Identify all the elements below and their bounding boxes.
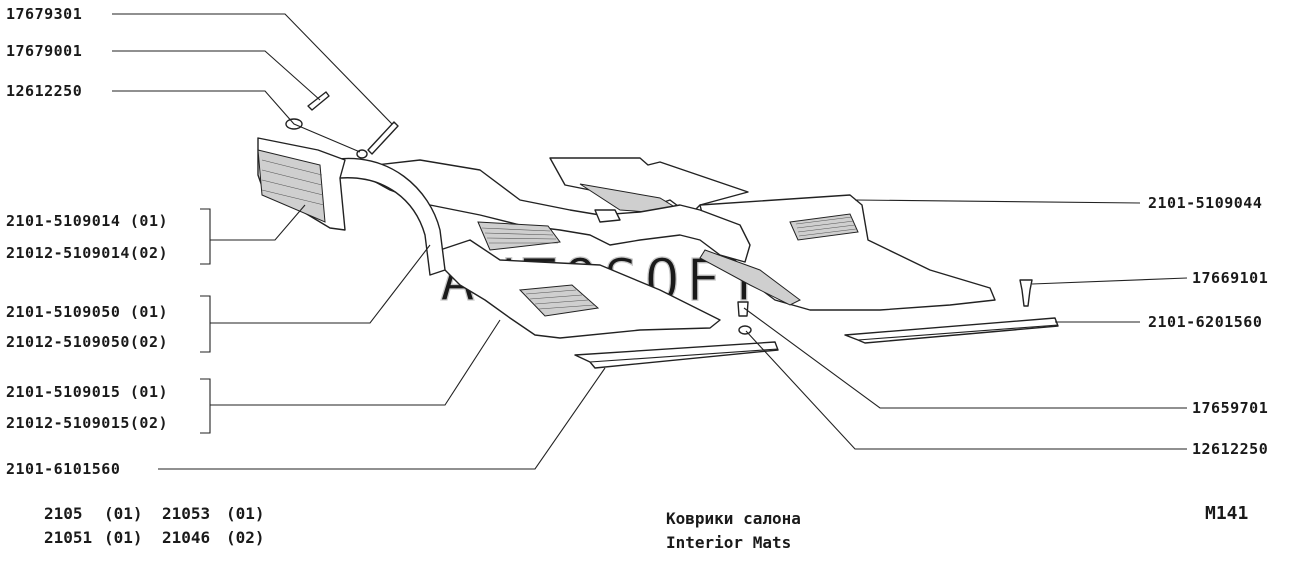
washer-12612250-bottom: [738, 325, 752, 335]
title-russian: Коврики салона: [666, 509, 801, 528]
label-2101-5109050: 2101-5109050 (01): [6, 303, 168, 321]
rear-left-box-side: [257, 149, 326, 223]
label-2101-6201560: 2101-6201560: [1148, 313, 1262, 331]
model-variant: (01): [104, 528, 143, 547]
label-17669101: 17669101: [1192, 269, 1268, 287]
model-variant: (02): [226, 528, 265, 547]
right-front-mat-vent-hatch: [795, 216, 857, 237]
labels-left: 17679301 17679001 12612250 2101-5109014 …: [6, 5, 168, 478]
label-2101-5109015: 2101-5109015 (01): [6, 383, 168, 401]
model-code: 21051: [44, 528, 92, 547]
model-code: 21053: [162, 504, 210, 523]
center-tunnel-mat-vent-hatch: [481, 227, 558, 244]
label-21012-5109015: 21012-5109015(02): [6, 414, 168, 432]
labels-right: 2101-5109044 17669101 2101-6201560 17659…: [1148, 194, 1268, 458]
label-17679301: 17679301: [6, 5, 82, 23]
right-sill-strip: [844, 317, 1059, 344]
arch-trim: [329, 157, 446, 276]
rear-left-box-hatch: [261, 159, 325, 206]
right-front-mat-channel: [699, 249, 801, 306]
label-21012-5109014: 21012-5109014(02): [6, 244, 168, 262]
label-2101-5109014: 2101-5109014 (01): [6, 212, 168, 230]
model-variant: (01): [226, 504, 265, 523]
left-sill-strip: [574, 341, 779, 369]
brackets: [200, 208, 211, 434]
label-2101-5109044: 2101-5109044: [1148, 194, 1262, 212]
label-12612250-top: 12612250: [6, 82, 82, 100]
center-tunnel-bracket: [594, 209, 621, 223]
left-front-mat: [439, 239, 721, 339]
screw-17679301: [367, 121, 399, 155]
model-code: 21046: [162, 528, 210, 547]
label-17659701: 17659701: [1192, 399, 1268, 417]
clip-17669101: [1019, 279, 1033, 307]
title-english: Interior Mats: [666, 533, 791, 552]
center-tunnel-mat: [349, 159, 751, 263]
model-applicability: 2105 (01) 21053 (01) 21051 (01) 21046 (0…: [44, 504, 265, 547]
leader-lines: [112, 13, 1188, 470]
model-code: 2105: [44, 504, 83, 523]
label-2101-6101560: 2101-6101560: [6, 460, 120, 478]
label-12612250-bottom: 12612250: [1192, 440, 1268, 458]
label-21012-5109050: 21012-5109050(02): [6, 333, 168, 351]
parts-drawing: [257, 91, 1059, 369]
right-front-mat-vent: [789, 213, 859, 241]
screw-17679001: [307, 91, 330, 111]
label-17679001: 17679001: [6, 42, 82, 60]
clip-17659701: [737, 301, 749, 317]
page-code: M141: [1205, 503, 1248, 524]
left-front-mat-pad-hatch: [525, 289, 595, 310]
model-variant: (01): [104, 504, 143, 523]
